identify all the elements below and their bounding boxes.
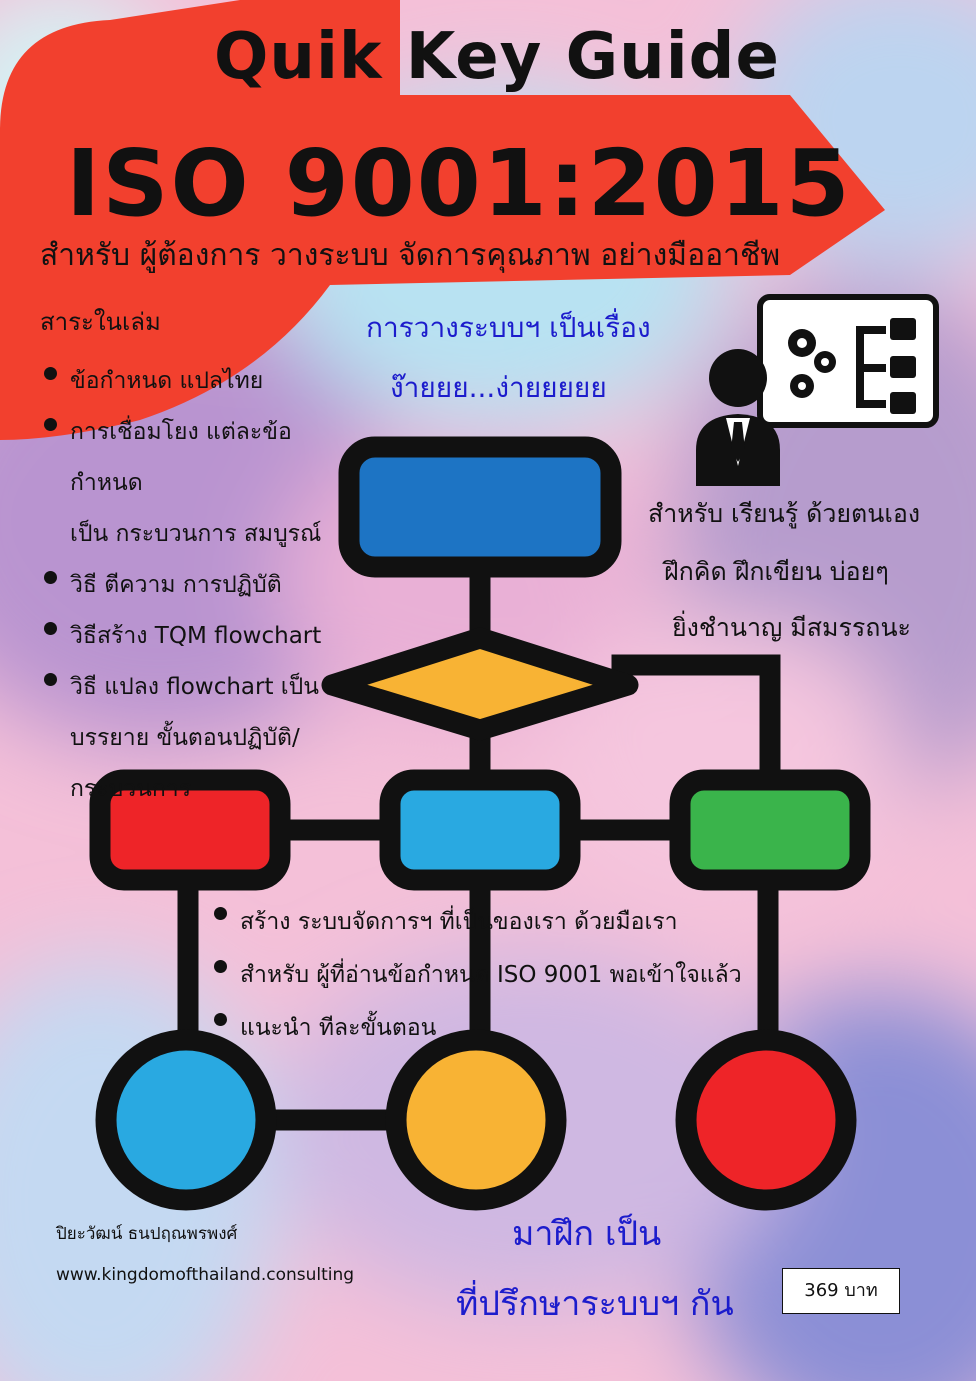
tagline-line1: การวางระบบฯ เป็นเรื่อง bbox=[366, 311, 651, 344]
person-icon bbox=[696, 349, 780, 486]
author-name: ปิยะวัฒน์ ธนปฤณพรพงศ์ bbox=[56, 1224, 238, 1244]
contents-list: ข้อกำหนด แปลไทย การเชื่อมโยง แต่ละข้อกำห… bbox=[42, 356, 362, 815]
tagline-line2: ง๊ายยย...ง่ายยยยย bbox=[390, 371, 607, 404]
gear-icon bbox=[788, 329, 836, 398]
decision-diamond bbox=[321, 627, 639, 741]
process-box-center bbox=[379, 769, 581, 891]
list-item: สร้าง ระบบจัดการฯ ที่เป็นของเรา ด้วยมือเ… bbox=[212, 896, 742, 949]
list-item-text: การเชื่อมโยง แต่ละข้อกำหนด bbox=[70, 419, 292, 496]
website-url: www.kingdomofthailand.consulting bbox=[56, 1265, 355, 1285]
list-item: วิธีสร้าง TQM flowchart bbox=[42, 611, 362, 662]
price-tag: 369 บาท bbox=[782, 1268, 900, 1314]
cta-line1: มาฝึก เป็น bbox=[512, 1214, 662, 1254]
terminal-circle-red bbox=[675, 1029, 857, 1211]
self-learning-line1: สำหรับ เรียนรู้ ด้วยตนเอง bbox=[648, 499, 921, 528]
list-item-text: วิธี ตีความ การปฏิบัติ bbox=[70, 572, 282, 598]
list-item: แนะนำ ทีละขั้นตอน bbox=[212, 1002, 742, 1055]
list-item: การเชื่อมโยง แต่ละข้อกำหนด เป็น กระบวนกา… bbox=[42, 407, 362, 560]
process-box-left bbox=[89, 769, 291, 891]
checklist-icon bbox=[856, 318, 916, 414]
list-item-text: วิธีสร้าง TQM flowchart bbox=[70, 623, 322, 649]
subtitle: สำหรับ ผู้ต้องการ วางระบบ จัดการคุณภาพ อ… bbox=[40, 238, 781, 273]
list-item-text: เป็น กระบวนการ สมบูรณ์ bbox=[70, 521, 322, 547]
list-item: ข้อกำหนด แปลไทย bbox=[42, 356, 362, 407]
list-item-text: วิธี แปลง flowchart เป็น bbox=[70, 674, 319, 700]
list-item: วิธี ตีความ การปฏิบัติ bbox=[42, 560, 362, 611]
red-banner-shape bbox=[0, 0, 885, 440]
benefits-list: สร้าง ระบบจัดการฯ ที่เป็นของเรา ด้วยมือเ… bbox=[212, 896, 742, 1055]
terminal-circle-blue bbox=[95, 1029, 277, 1211]
list-item-text: บรรยาย ขั้นตอนปฏิบัติ/ bbox=[70, 725, 300, 751]
list-item: สำหรับ ผู้ที่อ่านข้อกำหนด ISO 9001 พอเข้… bbox=[212, 949, 742, 1002]
terminal-circle-orange bbox=[385, 1029, 567, 1211]
self-learning-line3: ยิ่งชำนาญ มีสมรรถนะ bbox=[672, 613, 911, 642]
process-box-right bbox=[669, 769, 871, 891]
list-item-text: กระบวนการ bbox=[70, 776, 192, 802]
title-quick-key-guide: Quik Key Guide bbox=[214, 20, 780, 94]
list-item-text: ข้อกำหนด แปลไทย bbox=[70, 368, 264, 394]
process-box-top bbox=[338, 436, 622, 578]
self-learning-line2: ฝึกคิด ฝึกเขียน บ่อยๆ bbox=[664, 557, 889, 586]
cta-line2: ที่ปรึกษาระบบฯ กัน bbox=[456, 1284, 734, 1324]
contents-heading: สาระในเล่ม bbox=[40, 308, 161, 336]
title-iso-9001: ISO 9001:2015 bbox=[66, 130, 852, 237]
list-item: วิธี แปลง flowchart เป็น บรรยาย ขั้นตอนป… bbox=[42, 662, 362, 815]
presentation-icon bbox=[696, 294, 939, 486]
